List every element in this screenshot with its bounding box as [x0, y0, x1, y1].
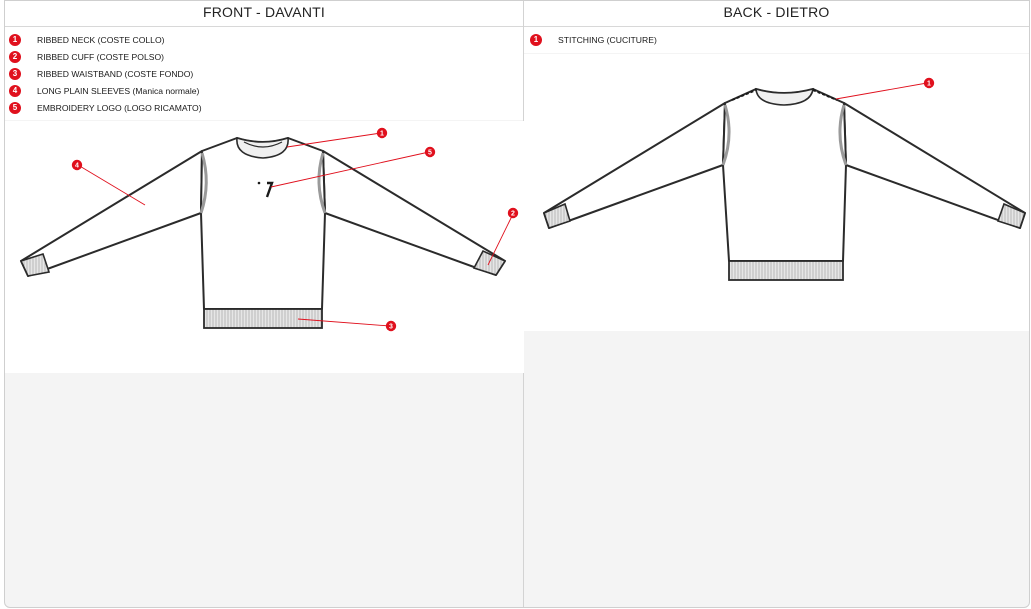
front-legend: 1 RIBBED NECK (COSTE COLLO) 2 RIBBED CUF…	[5, 27, 523, 120]
legend-label: RIBBED WAISTBAND (COSTE FONDO)	[37, 68, 194, 79]
embroidery-logo	[265, 181, 274, 198]
legend-label: LONG PLAIN SLEEVES (Manica normale)	[37, 85, 200, 96]
right-cuff	[472, 249, 507, 276]
callout-line	[77, 164, 146, 206]
svg-text:1: 1	[927, 81, 931, 88]
svg-text:2: 2	[511, 211, 515, 218]
neck-inner-line	[243, 141, 283, 148]
back-sweater-drawing: 1	[523, 54, 1029, 331]
left-sleeve	[20, 150, 203, 277]
legend-label: RIBBED CUFF (COSTE POLSO)	[37, 52, 165, 63]
stitching-left	[731, 89, 757, 101]
front-sweater-drawing: 1 5 4 2 3	[5, 121, 524, 373]
back-sweater-illustration: 1	[542, 77, 1026, 281]
svg-text:3: 3	[389, 324, 393, 331]
ribbed-neck	[236, 136, 289, 159]
callout-badge: 2	[9, 51, 21, 64]
tech-sheet: FRONT - DAVANTI 1 RIBBED NECK (COSTE COL…	[4, 0, 1030, 608]
back-panel-title: BACK - DIETRO	[523, 1, 1029, 27]
callout-badge: 4	[9, 84, 21, 97]
legend-item: 1 STITCHING (CUCITURE)	[529, 32, 1029, 49]
callout-badge: 5	[9, 101, 21, 114]
callout-line	[835, 82, 928, 100]
back-panel: BACK - DIETRO 1 STITCHING (CUCITURE)	[523, 1, 1029, 607]
armhole-seam-right	[838, 104, 848, 166]
sweater-body	[200, 137, 326, 310]
right-cuff	[996, 202, 1026, 230]
left-sleeve	[542, 102, 726, 229]
ribbed-neck	[755, 87, 814, 106]
sweater-body	[721, 88, 847, 262]
callout-badge: 1	[529, 34, 542, 47]
front-panel-title: FRONT - DAVANTI	[5, 1, 523, 27]
armhole-seam-right	[317, 152, 327, 214]
legend-label: EMBROIDERY LOGO (LOGO RICAMATO)	[37, 102, 202, 113]
callout-badge: 1	[9, 34, 21, 47]
legend-label: STITCHING (CUCITURE)	[557, 35, 657, 46]
legend-item: 2 RIBBED CUFF (COSTE POLSO)	[9, 49, 523, 66]
left-cuff	[542, 202, 571, 230]
front-panel: FRONT - DAVANTI 1 RIBBED NECK (COSTE COL…	[5, 1, 524, 607]
legend-item: 5 EMBROIDERY LOGO (LOGO RICAMATO)	[9, 99, 523, 116]
armhole-seam-left	[721, 104, 731, 166]
logo-dot	[257, 181, 261, 185]
callout-line	[487, 213, 514, 266]
callout-marker: 3	[385, 320, 397, 332]
callout-line	[297, 318, 391, 327]
callout-badge: 3	[9, 67, 21, 80]
ribbed-waistband	[728, 260, 844, 281]
svg-text:1: 1	[380, 131, 384, 138]
right-sleeve	[842, 102, 1026, 229]
ribbed-waistband	[203, 308, 323, 329]
stitching-right	[812, 89, 838, 101]
legend-item: 4 LONG PLAIN SLEEVES (Manica normale)	[9, 82, 523, 99]
legend-item: 1 RIBBED NECK (COSTE COLLO)	[9, 32, 523, 49]
svg-text:5: 5	[428, 150, 432, 157]
callout-line	[286, 132, 382, 148]
left-cuff	[19, 252, 51, 277]
callout-marker: 4	[71, 159, 83, 171]
armhole-seam-left	[199, 152, 208, 214]
legend-label: RIBBED NECK (COSTE COLLO)	[37, 35, 165, 46]
back-legend: 1 STITCHING (CUCITURE)	[523, 27, 1029, 53]
callout-marker: 1	[376, 127, 388, 139]
callout-line	[270, 151, 430, 188]
svg-text:4: 4	[75, 163, 79, 170]
callout-marker: 2	[507, 207, 519, 219]
callout-marker: 5	[424, 146, 436, 158]
front-sweater-illustration: 1 5 4 2 3	[19, 127, 519, 332]
legend-item: 3 RIBBED WAISTBAND (COSTE FONDO)	[9, 66, 523, 83]
callout-marker: 1	[923, 77, 935, 89]
